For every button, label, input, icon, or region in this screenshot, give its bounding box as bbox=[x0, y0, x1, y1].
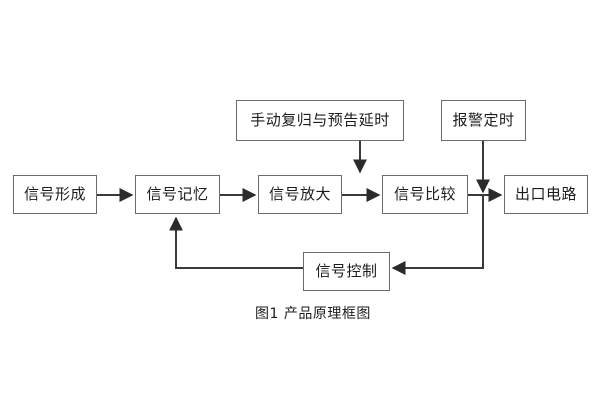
edge-control-to-memory bbox=[169, 216, 303, 269]
node-label: 手动复归与预告延时 bbox=[250, 111, 390, 129]
figure-caption: 图1 产品原理框图 bbox=[255, 306, 371, 322]
node-label: 信号记忆 bbox=[146, 185, 209, 203]
node-manual-reset-delay[interactable]: 手动复归与预告延时 bbox=[236, 100, 404, 141]
node-signal-control[interactable]: 信号控制 bbox=[303, 252, 390, 291]
node-label: 信号控制 bbox=[315, 262, 378, 280]
node-label: 信号形成 bbox=[23, 185, 86, 203]
node-label: 信号放大 bbox=[268, 185, 331, 203]
node-signal-compare[interactable]: 信号比较 bbox=[382, 175, 468, 214]
node-signal-amplify[interactable]: 信号放大 bbox=[258, 175, 342, 214]
node-label: 出口电路 bbox=[514, 185, 577, 203]
node-signal-memory[interactable]: 信号记忆 bbox=[135, 175, 220, 214]
node-label: 信号比较 bbox=[393, 185, 456, 203]
node-alarm-timer[interactable]: 报警定时 bbox=[441, 100, 526, 141]
node-label: 报警定时 bbox=[452, 111, 515, 129]
node-signal-forming[interactable]: 信号形成 bbox=[13, 175, 97, 214]
node-output-circuit[interactable]: 出口电路 bbox=[504, 175, 588, 214]
